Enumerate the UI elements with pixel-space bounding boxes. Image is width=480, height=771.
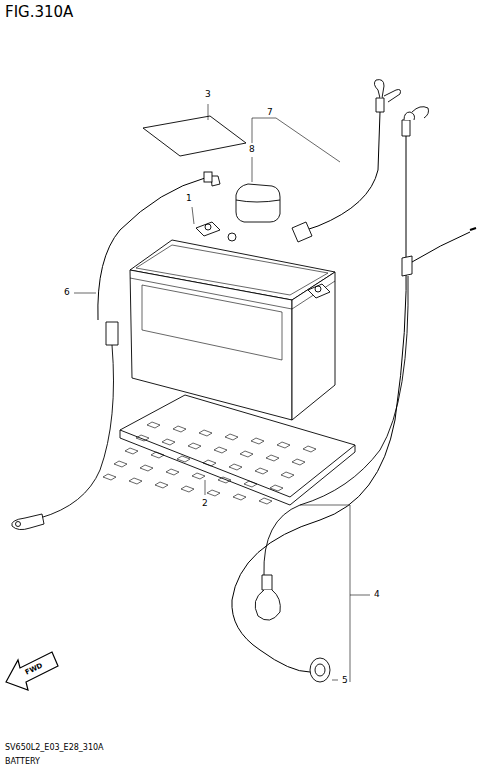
tray-hole — [136, 435, 149, 441]
tray-hole — [103, 474, 116, 480]
callout-number: 3 — [204, 90, 212, 99]
tray-hole — [129, 478, 142, 484]
tray-hole — [140, 465, 153, 471]
tray-hole — [251, 438, 264, 444]
tray-hole — [229, 464, 242, 470]
tray-hole — [270, 485, 283, 491]
tray-hole — [181, 486, 194, 492]
tray-hole — [292, 459, 305, 465]
tray-hole — [162, 439, 175, 445]
tray-hole — [281, 472, 294, 478]
tray-hole — [266, 455, 279, 461]
tray-hole — [147, 422, 160, 428]
tray-hole — [188, 443, 201, 449]
tray-hole — [214, 447, 227, 453]
tray-hole — [303, 446, 316, 452]
section-name: BATTERY — [4, 758, 41, 766]
figure-title: FIG.310A — [4, 5, 74, 20]
callout-number: 5 — [341, 676, 349, 685]
tray-hole — [155, 482, 168, 488]
tray-hole — [277, 442, 290, 448]
tray-hole — [114, 461, 127, 467]
tray-hole — [207, 490, 220, 496]
tray-hole — [125, 448, 138, 454]
tray-hole — [233, 494, 246, 500]
tray-hole — [259, 498, 272, 504]
callout-number: 1 — [185, 194, 193, 203]
tray-hole — [166, 469, 179, 475]
callout-number: 8 — [248, 145, 256, 154]
tray-hole — [240, 451, 253, 457]
tray-hole — [255, 468, 268, 474]
callout-number: 7 — [266, 108, 274, 117]
callout-number: 6 — [63, 288, 71, 297]
tray-hole — [173, 426, 186, 432]
tray-hole — [151, 452, 164, 458]
tray-hole — [177, 456, 190, 462]
tray-hole — [225, 434, 238, 440]
tray-hole — [192, 473, 205, 479]
tray-hole — [218, 477, 231, 483]
drawing-code: SV650L2_E03_E28_310A — [4, 744, 105, 752]
callout-number: 4 — [373, 590, 381, 599]
tray-hole — [203, 460, 216, 466]
callout-number: 2 — [201, 499, 209, 508]
tray-hole — [199, 430, 212, 436]
tray-hole — [244, 481, 257, 487]
